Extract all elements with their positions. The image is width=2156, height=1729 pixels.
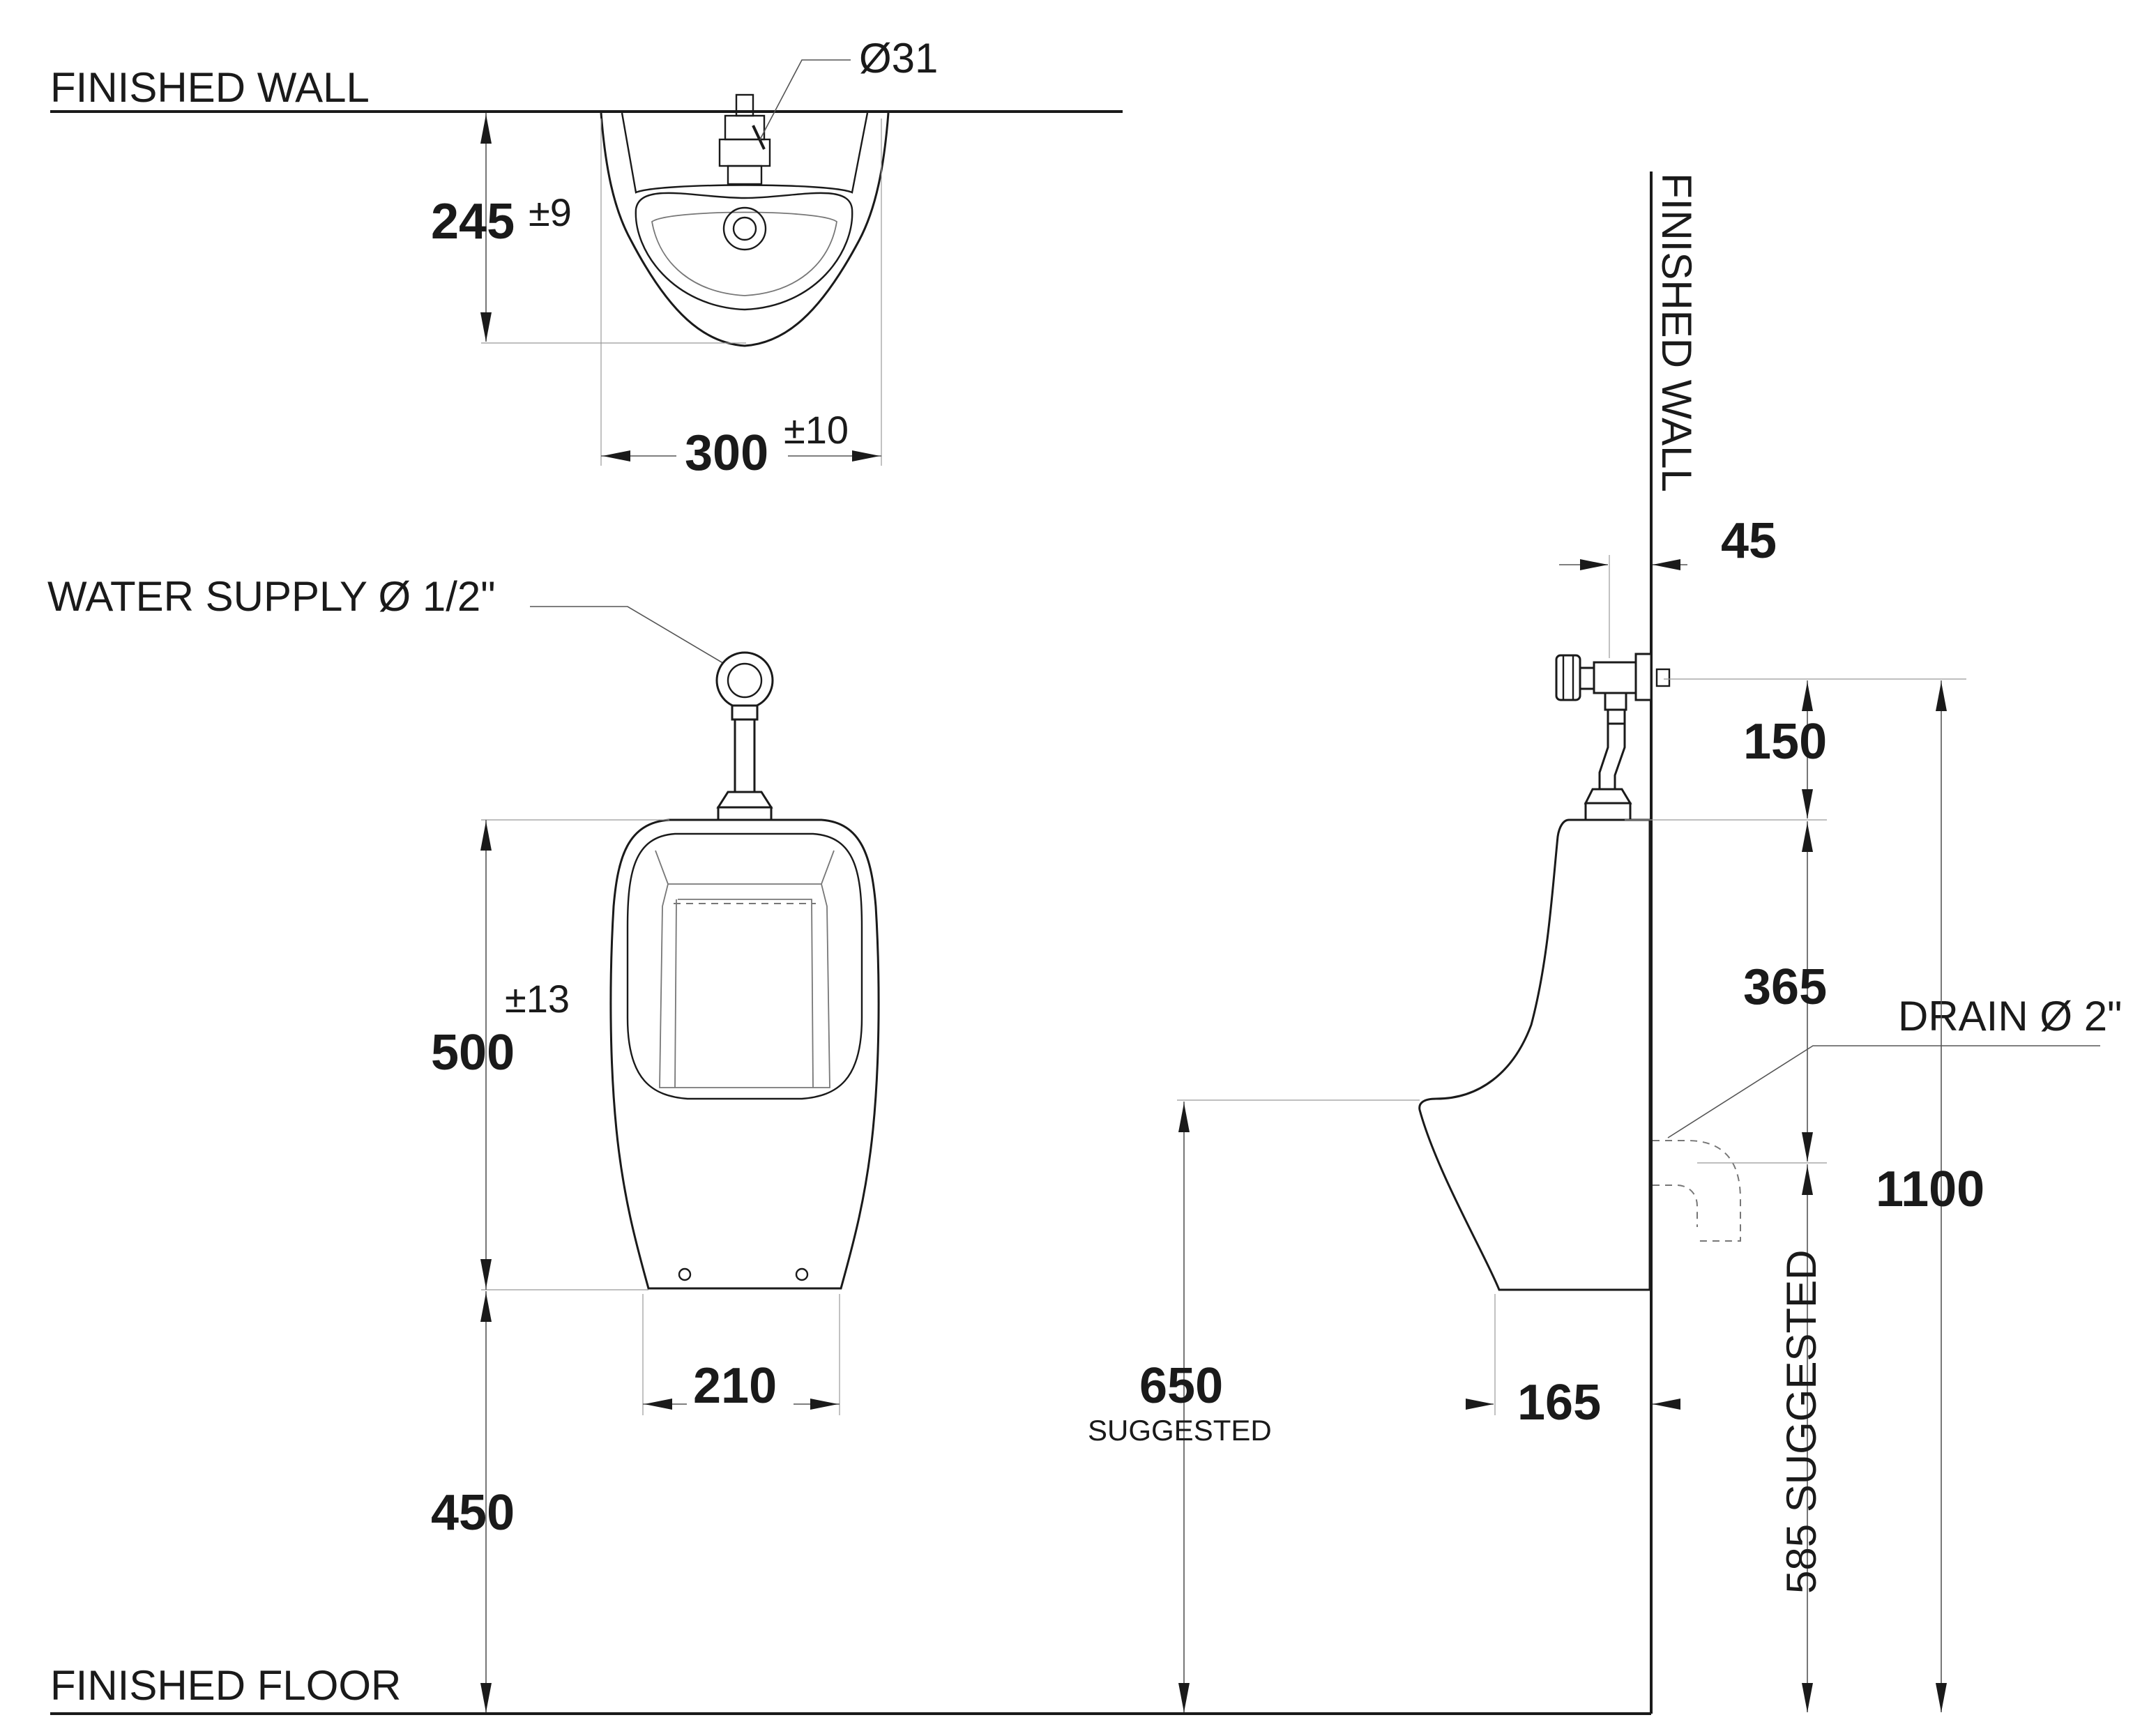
- side-valve-outlet: [1604, 692, 1627, 711]
- dim-650-arrow-bottom: [1178, 1683, 1190, 1712]
- dim-45-arrow-right: [1653, 559, 1680, 570]
- side-valve-body: [1593, 661, 1637, 694]
- front-fix-hole-right: [795, 1267, 809, 1281]
- dim-300-tolerance: ±10: [784, 408, 849, 452]
- dim-45-value: 45: [1721, 513, 1777, 569]
- drain-label: DRAIN Ø 2": [1898, 993, 2122, 1039]
- dim-165-arrow-left: [1466, 1399, 1494, 1410]
- side-valve-handle: [1555, 654, 1581, 701]
- dim-1100-arrow-bottom: [1936, 1683, 1947, 1712]
- dim-245-value: 245: [431, 194, 515, 250]
- dim-650-arrow-top: [1178, 1103, 1190, 1132]
- dim-165-value: 165: [1517, 1375, 1601, 1431]
- pipe-dia-leader: [759, 59, 851, 140]
- side-valve-neck: [1579, 667, 1595, 690]
- top-view-bowl-outline: [600, 112, 890, 347]
- water-supply-leader: [530, 606, 734, 670]
- front-supply-spud-base: [717, 806, 773, 821]
- dim-245-tolerance: ±9: [529, 190, 572, 234]
- pipe-dia-label: Ø31: [859, 35, 938, 82]
- dim-500-value: 500: [431, 1025, 515, 1081]
- front-urinal-body: [609, 818, 880, 1290]
- dim-1100-arrow-top: [1936, 682, 1947, 711]
- side-valve-outlet-nut: [1607, 708, 1626, 725]
- front-urinal-backplate-inner: [674, 899, 814, 1088]
- dim-150-arrow-top: [1802, 682, 1813, 711]
- dim-1100-value: 1100: [1876, 1161, 1984, 1217]
- top-view-bowl-inner: [621, 112, 869, 194]
- front-view: WATER SUPPLY Ø 1/2" 500 ±13 450: [47, 573, 880, 1712]
- dim-500-tolerance: ±13: [505, 977, 570, 1021]
- dim-450-arrow-top: [480, 1293, 492, 1322]
- dim-585-arrow-bottom: [1802, 1683, 1813, 1712]
- top-view-drain-inner: [732, 216, 757, 241]
- side-valve-spud: [1584, 788, 1632, 805]
- dim-150-value: 150: [1743, 714, 1827, 770]
- dim-210-arrow-left: [644, 1399, 672, 1410]
- finished-wall-label-top: FINISHED WALL: [50, 64, 370, 111]
- finished-wall-label-side: FINISHED WALL: [1653, 173, 1700, 492]
- front-fix-hole-left: [678, 1267, 692, 1281]
- dim-245-arrow-bottom: [480, 312, 492, 342]
- front-supply-ring-outer: [715, 651, 774, 710]
- front-supply-spud: [716, 791, 773, 809]
- dim-365-arrow-top: [1802, 823, 1813, 852]
- dim-300-arrow-left: [602, 450, 630, 462]
- dim-450-arrow-bottom: [480, 1683, 492, 1712]
- side-drain-pipe-outer: [1653, 1140, 1741, 1242]
- front-supply-coupling: [731, 704, 759, 721]
- dim-300-value: 300: [685, 425, 768, 481]
- side-valve-spud-base: [1584, 802, 1632, 821]
- dim-365-value: 365: [1743, 959, 1827, 1015]
- dim-45-arrow-left: [1580, 559, 1608, 570]
- front-urinal-bowl: [626, 832, 863, 1100]
- finished-floor-label: FINISHED FLOOR: [50, 1662, 401, 1709]
- top-view: FINISHED WALL Ø31 245 ±9 300 ±10: [50, 35, 1123, 481]
- top-view-basin-inner: [651, 211, 837, 296]
- side-valve-flange: [1634, 653, 1653, 701]
- dim-210-arrow-right: [810, 1399, 838, 1410]
- dim-245-arrow-top: [480, 114, 492, 144]
- dim-165-arrow-right: [1653, 1399, 1680, 1410]
- dim-150-arrow-bottom: [1802, 789, 1813, 818]
- drain-leader: [1667, 1045, 2100, 1138]
- dim-650-note: SUGGESTED: [1088, 1414, 1272, 1447]
- side-drain-pipe-inner: [1653, 1185, 1698, 1227]
- dim-585-arrow-top: [1802, 1166, 1813, 1195]
- dim-585-value: 585 SUGGESTED: [1778, 1249, 1825, 1594]
- front-supply-pipe: [734, 718, 756, 793]
- top-view-valve-slash: [752, 125, 766, 150]
- dim-650-value: 650: [1139, 1358, 1223, 1414]
- dim-210-value: 210: [693, 1358, 777, 1414]
- water-supply-label: WATER SUPPLY Ø 1/2": [47, 573, 496, 620]
- side-urinal-body: [1418, 818, 1651, 1291]
- dim-500-arrow-top: [480, 821, 492, 851]
- side-valve-inlet: [1655, 668, 1671, 687]
- dim-300-arrow-right: [852, 450, 880, 462]
- front-supply-ring-inner: [727, 662, 763, 699]
- side-valve-flush-pipe: [1598, 722, 1626, 791]
- top-view-basin: [635, 192, 853, 311]
- dim-500-arrow-bottom: [480, 1259, 492, 1288]
- dim-365-arrow-bottom: [1802, 1132, 1813, 1161]
- front-urinal-rim-right: [821, 850, 835, 885]
- top-view-drain-outer: [722, 206, 767, 251]
- dim-450-value: 450: [431, 1485, 515, 1541]
- front-urinal-rim-left: [655, 850, 669, 885]
- top-view-valve-base: [727, 165, 763, 185]
- side-view: FINISHED WALL 45 DRAIN Ø 2": [1088, 172, 2122, 1714]
